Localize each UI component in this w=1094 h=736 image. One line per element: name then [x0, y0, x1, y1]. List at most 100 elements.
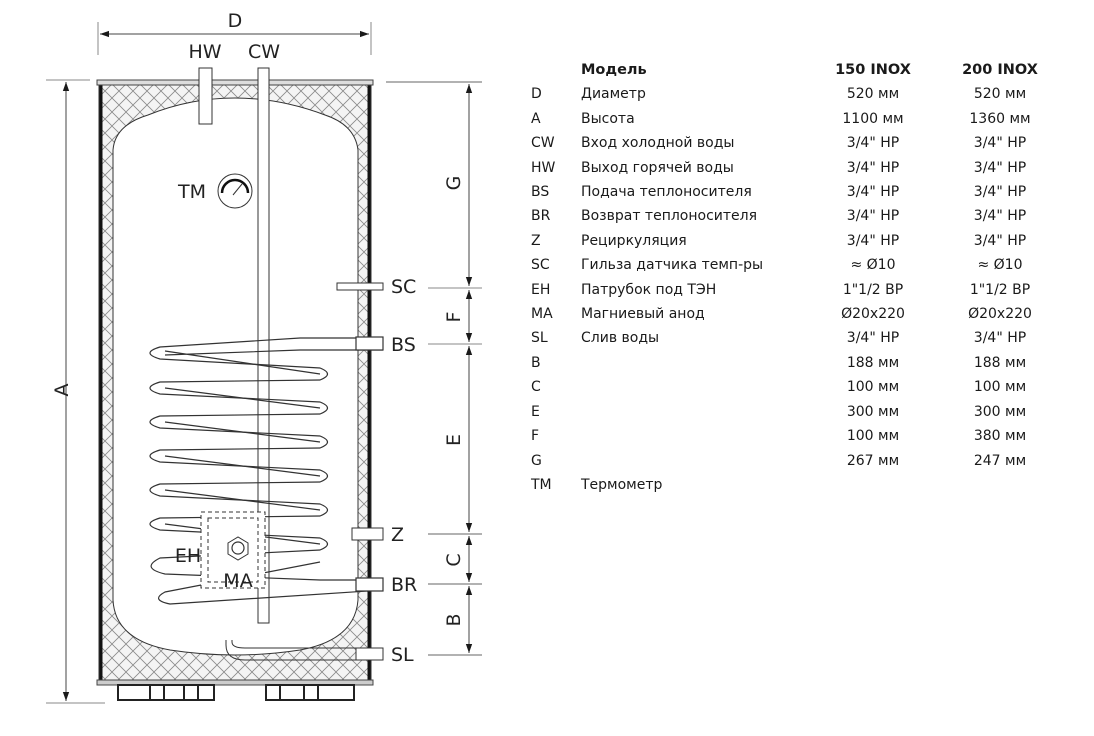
- recirculation-port: Z: [351, 524, 404, 546]
- drain-pipe: SL: [225, 640, 414, 666]
- row-code: Z: [531, 232, 541, 249]
- label-z: Z: [391, 524, 404, 546]
- boiler-casing: [96, 79, 374, 701]
- row-value-150: Ø20x220: [841, 306, 905, 323]
- dimension-label-f: F: [443, 312, 465, 323]
- row-value-150: 520 мм: [846, 86, 900, 103]
- row-value-200: ≈ Ø10: [977, 257, 1023, 274]
- row-name: Диаметр: [581, 86, 646, 103]
- row-name: [581, 400, 807, 424]
- dimension-label-b: B: [443, 613, 465, 626]
- row-value-150: 3/4" НР: [846, 208, 900, 225]
- header-model-2: 200 INOX: [962, 62, 1038, 78]
- heating-element-flange: EH MA: [175, 511, 266, 592]
- row-name: [581, 375, 807, 399]
- row-value-200: 380 мм: [973, 428, 1027, 445]
- table-row: G 267 мм 247 мм: [530, 449, 1061, 473]
- row-name: Высота: [581, 110, 635, 127]
- label-br: BR: [391, 574, 417, 596]
- label-hw: HW: [188, 41, 221, 63]
- dimension-label-e: E: [443, 434, 465, 446]
- table-row: MA Магниевый анод Ø20x220 Ø20x220: [530, 302, 1061, 326]
- dimension-a: A: [46, 79, 105, 704]
- row-value-150: 3/4" НР: [846, 159, 900, 176]
- row-code: A: [531, 110, 541, 127]
- dimension-d: D: [97, 10, 372, 55]
- row-value-150: 3/4" НР: [846, 184, 900, 201]
- hot-water-pipe: HW: [188, 41, 222, 125]
- row-value-200: 520 мм: [973, 86, 1027, 103]
- label-bs: BS: [391, 334, 416, 356]
- row-value-150: 300 мм: [846, 403, 900, 420]
- table-row: A Высота 1100 мм 1360 мм: [530, 107, 1061, 131]
- row-value-150: [807, 473, 939, 497]
- row-name: Гильза датчика темп-ры: [581, 257, 764, 274]
- row-value-200: 3/4" НР: [973, 135, 1027, 152]
- row-value-200: Ø20x220: [968, 306, 1032, 323]
- row-value-150: 188 мм: [846, 354, 900, 371]
- table-row: F 100 мм 380 мм: [530, 424, 1061, 448]
- label-sc: SC: [391, 276, 416, 298]
- table-row: D Диаметр 520 мм 520 мм: [530, 82, 1061, 106]
- row-value-200: 3/4" НР: [973, 208, 1027, 225]
- dimension-label-c: C: [443, 553, 465, 566]
- label-tm: TM: [177, 181, 206, 203]
- row-value-150: 1"1/2 ВР: [842, 281, 904, 298]
- row-code: E: [531, 403, 540, 420]
- boiler-diagram: D A HW CW: [46, 10, 482, 704]
- row-value-150: ≈ Ø10: [850, 257, 896, 274]
- row-code: MA: [531, 306, 553, 323]
- thermometer: TM: [177, 173, 253, 209]
- row-name: Термометр: [581, 476, 663, 493]
- dimension-chain-right: [386, 81, 482, 656]
- row-value-200: 247 мм: [973, 452, 1027, 469]
- row-value-200: 188 мм: [973, 354, 1027, 371]
- row-value-150: 3/4" НР: [846, 330, 900, 347]
- header-model-1: 150 INOX: [835, 62, 911, 78]
- header-model: Модель: [581, 62, 647, 78]
- row-value-200: [939, 473, 1061, 497]
- row-value-200: 3/4" НР: [973, 159, 1027, 176]
- row-value-200: 100 мм: [973, 379, 1027, 396]
- label-eh: EH: [175, 545, 201, 567]
- row-name: [581, 424, 807, 448]
- row-value-150: 3/4" НР: [846, 135, 900, 152]
- row-name: Магниевый анод: [581, 306, 705, 323]
- row-code: D: [531, 86, 542, 103]
- row-value-150: 100 мм: [846, 428, 900, 445]
- row-value-200: 3/4" НР: [973, 184, 1027, 201]
- spec-table-header: Модель 150 INOX 200 INOX: [530, 58, 1061, 82]
- row-code: F: [531, 428, 540, 445]
- row-code: SL: [531, 330, 548, 347]
- row-name: [581, 449, 807, 473]
- row-name: [581, 351, 807, 375]
- row-name: Рециркуляция: [581, 232, 687, 249]
- label-sl: SL: [391, 644, 414, 666]
- label-cw: CW: [248, 41, 280, 63]
- row-value-200: 1360 мм: [969, 110, 1031, 127]
- row-value-150: 1100 мм: [842, 110, 904, 127]
- row-code: TM: [531, 476, 552, 493]
- sensor-sleeve: SC: [336, 276, 416, 298]
- row-code: B: [531, 354, 541, 371]
- row-code: EH: [531, 281, 551, 298]
- row-value-200: 3/4" НР: [973, 330, 1027, 347]
- heat-exchanger-coil: [149, 336, 384, 605]
- row-value-150: 100 мм: [846, 379, 900, 396]
- row-name: Возврат теплоносителя: [581, 208, 758, 225]
- row-code: SC: [531, 257, 550, 274]
- row-code: G: [531, 452, 542, 469]
- dimension-label-d: D: [228, 10, 243, 32]
- table-row: B 188 мм 188 мм: [530, 351, 1061, 375]
- row-name: Выход горячей воды: [581, 159, 734, 176]
- boiler-feet: [117, 684, 355, 701]
- row-value-150: 267 мм: [846, 452, 900, 469]
